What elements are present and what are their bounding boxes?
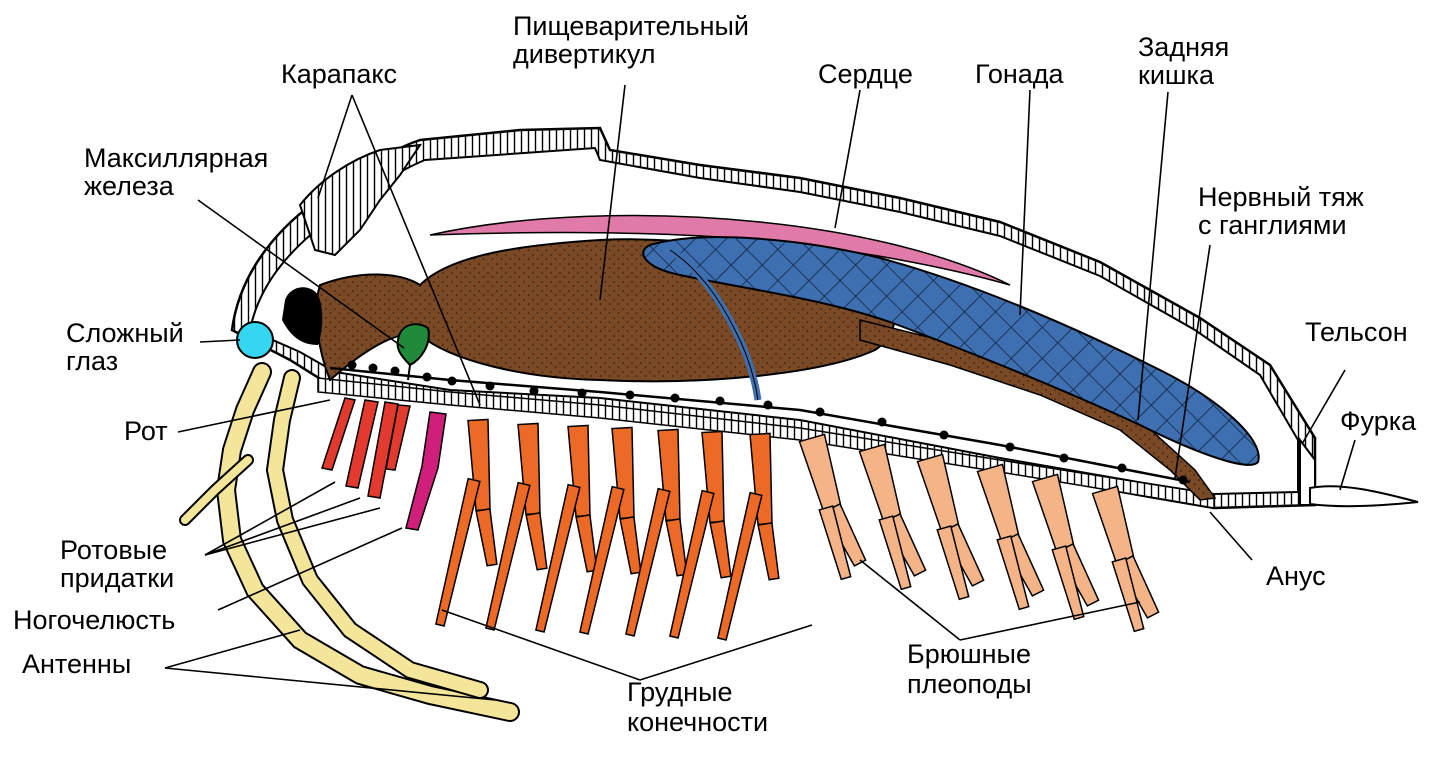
thoracic-limbs — [436, 419, 779, 640]
thoracic-limb-4-exopod — [620, 517, 641, 574]
label-nerve-line2: с ганглиями — [1198, 211, 1347, 239]
mouthparts — [322, 398, 410, 498]
label-heart: Сердце — [818, 60, 913, 88]
pleopod-5-base — [1033, 474, 1074, 550]
label-mouth: Рот — [124, 417, 168, 445]
pleopod-6-base — [1093, 486, 1134, 562]
label-telson: Тельсон — [1305, 318, 1408, 346]
label-carapace: Карапакс — [281, 60, 397, 88]
compound-eye — [237, 322, 273, 358]
label-thoracic-line1: Грудные — [627, 678, 733, 706]
label-maxillary-line1: Максиллярная — [84, 144, 268, 172]
label-hindgut-line1: Задняя — [1138, 33, 1229, 61]
thoracic-limb-2-exopod — [526, 513, 547, 570]
label-digestive-line2: дивертикул — [513, 40, 656, 68]
label-thoracic-line2: конечности — [627, 708, 768, 736]
thoracic-limb-6-exopod — [710, 521, 731, 578]
label-pleopods-line2: плеоподы — [907, 670, 1032, 698]
label-furca: Фурка — [1340, 407, 1416, 435]
maxilliped — [406, 412, 446, 530]
label-mouthparts-line2: придатки — [60, 564, 174, 592]
label-eye-line2: глаз — [66, 347, 118, 375]
label-hindgut-line2: кишка — [1138, 61, 1214, 89]
label-pleopods-line1: Брюшные — [907, 640, 1031, 668]
label-gonad: Гонада — [975, 60, 1064, 88]
thoracic-limb-1-exopod — [476, 509, 497, 566]
furca — [1310, 486, 1418, 506]
pleopod-3-base — [918, 454, 959, 530]
label-digestive-line1: Пищеварительный — [513, 12, 749, 40]
label-anus: Анус — [1266, 562, 1326, 590]
pleopod-4-base — [978, 464, 1019, 540]
label-maxilliped: Ногочелюсть — [13, 606, 175, 634]
label-maxillary-line2: железа — [84, 172, 174, 200]
thoracic-limb-5-exopod — [666, 519, 687, 576]
label-mouthparts-line1: Ротовые — [60, 536, 167, 564]
thoracic-limb-7-exopod — [758, 523, 779, 580]
label-antennae: Антенны — [22, 650, 131, 678]
thoracic-limb-3-exopod — [576, 515, 597, 572]
thoracic-limb-1-endopod — [436, 479, 480, 626]
label-nerve-line1: Нервный тяж — [1198, 183, 1364, 211]
label-eye-line1: Сложный — [66, 319, 184, 347]
